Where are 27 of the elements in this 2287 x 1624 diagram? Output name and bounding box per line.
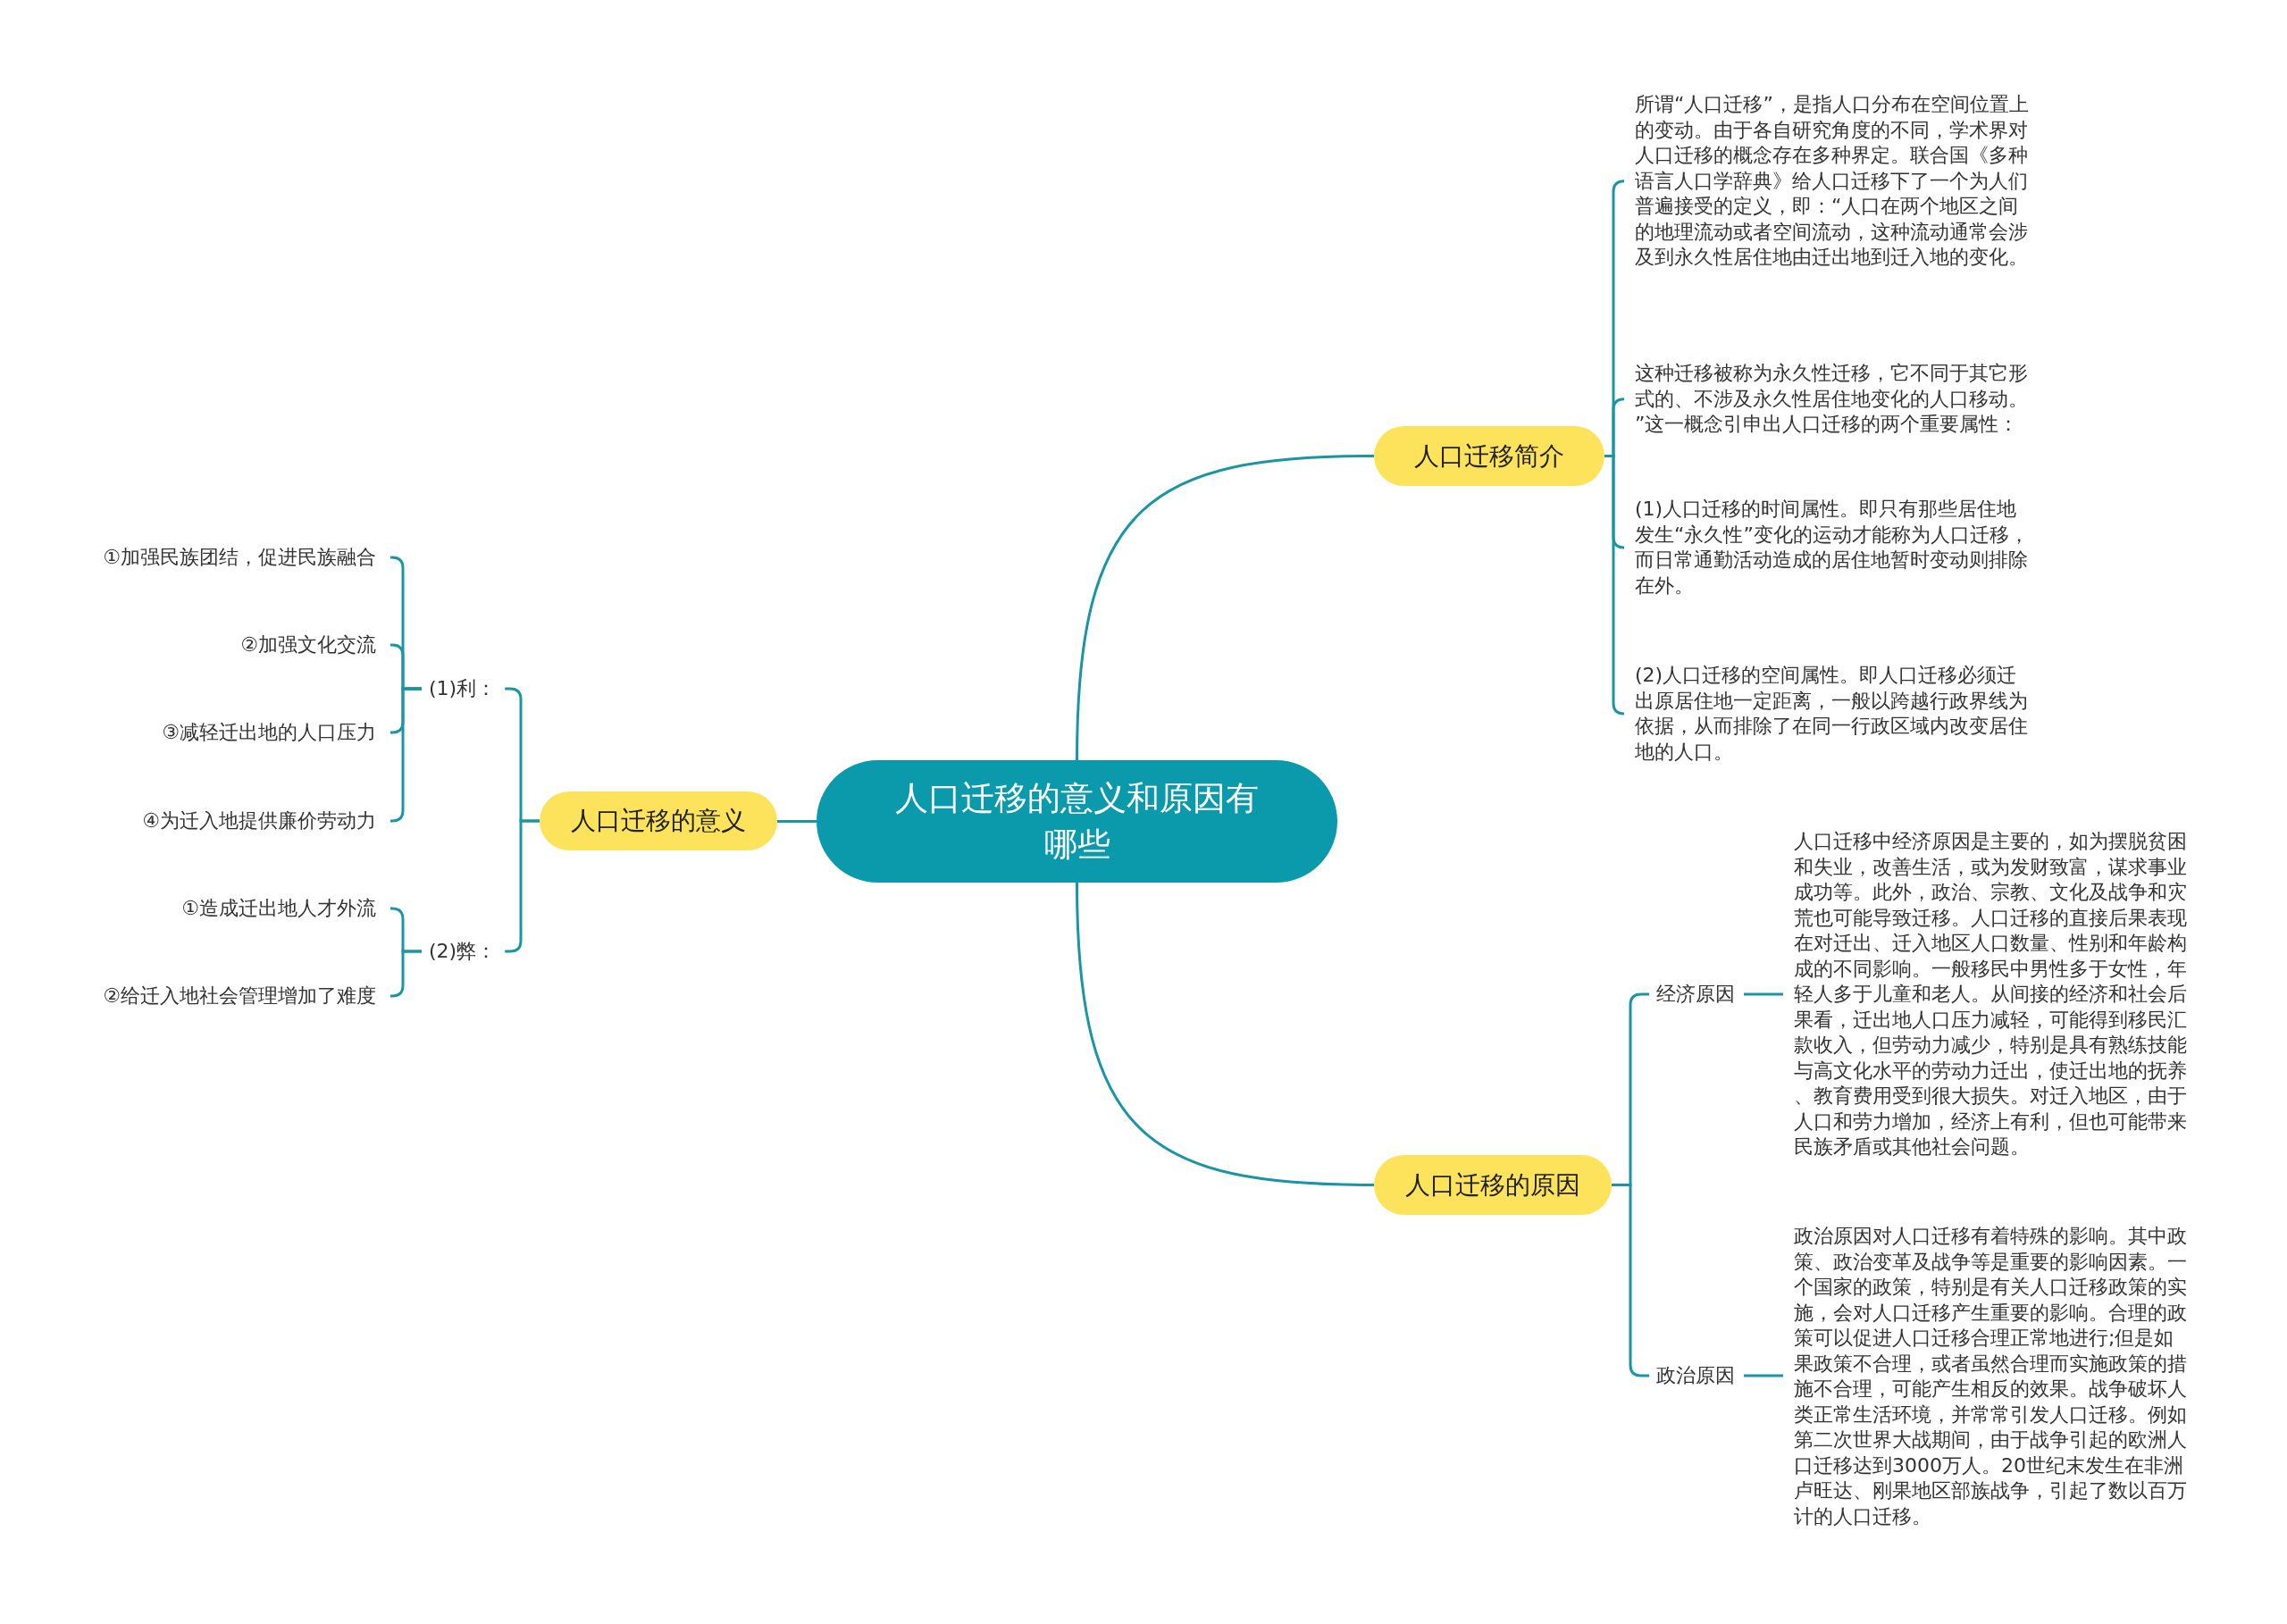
topic-pill: 人口迁移的原因 (1374, 1155, 1612, 1215)
list-item: ③减轻迁出地的人口压力 (162, 717, 390, 748)
paragraph: 政治原因对人口迁移有着特殊的影响。其中政策、政治变革及战争等是重要的影响因素。一个国家的政策，特别是有关人口迁移政策的实施，会对人口迁移产生重要的影响。合理的政策可以促进人口迁移合理正常地进行;但是如果政策不合理，或者虽然合理而实施政策的措施不合理，可能产生相反的效果。战争破坏人类正常生活环境，并常常引发人口迁移。例如第二次世界大战期间，由于战争引起的欧洲人口迁移达到3000万人。20世纪末发生在非洲卢旺达、刚果地区部族战争，引起了数以百万计的人口迁移。 (1783, 1224, 2191, 1529)
connector-line (1076, 455, 1375, 761)
branch-label: 经济原因 (1649, 979, 1744, 1009)
paragraph: 人口迁移中经济原因是主要的，如为摆脱贫困和失业，改善生活，或为发财致富，谋求事业成功等。此外，政治、宗教、文化及战争和灾荒也可能导致迁移。人口迁移的直接后果表现在对迁出、迁入地区人口数量、性别和年龄构成的不同影响。一般移民中男性多于女性，年轻人多于儿童和老人。从间接的经济和社会后果看，迁出地人口压力减轻，可能得到移民汇款收入，但劳动力减少，特别是具有熟练技能与高文化水平的劳动力迁出，使迁出地的抚养、教育费用受到很大损失。对迁入地区，由于人口和劳力增加，经济上有利，但也可能带来民族矛盾或其他社会问题。 (1783, 829, 2191, 1160)
connector-line (1744, 1374, 1783, 1377)
paragraph: (2)人口迁移的空间属性。即人口迁移必须迁出原居住地一定距离，一般以跨越行政界线为依据，从而排除了在同一行政区域内改变居住地的人口。 (1624, 663, 2030, 765)
branch-label: 政治原因 (1649, 1360, 1744, 1391)
paragraph: (1)人口迁移的时间属性。即只有那些居住地发生“永久性”变化的运动才能称为人口迁移，而日常通勤活动造成的居住地暂时变动则排除在外。 (1624, 497, 2030, 599)
list-item: ①加强民族团结，促进民族融合 (103, 542, 390, 573)
paragraph: 所谓“人口迁移”，是指人口分布在空间位置上的变动。由于各自研究角度的不同，学术界对人口迁移的概念存在多种界定。联合国《多种语言人口学辞典》给人口迁移下了一个为人们普遍接受的定义，即：“人口在两个地区之间的地理流动或者空间流动，这种流动通常会涉及到永久性居住地由迁出地到迁入地的变化。 (1624, 92, 2030, 271)
branch-label: (2)弊： (422, 936, 506, 967)
branch-label: (1)利： (422, 674, 506, 704)
list-item: ④为迁入地提供廉价劳动力 (142, 806, 390, 836)
central-topic-pill: 人口迁移的意义和原因有哪些 (817, 760, 1337, 883)
list-item: ②给迁入地社会管理增加了难度 (103, 981, 390, 1011)
paragraph: 这种迁移被称为永久性迁移，它不同于其它形式的、不涉及永久性居住地变化的人口移动。”这一概念引申出人口迁移的两个重要属性： (1624, 361, 2030, 438)
list-item: ①造成迁出地人才外流 (181, 893, 390, 924)
connector-line (777, 820, 817, 823)
connector-line (390, 950, 422, 998)
topic-pill: 人口迁移简介 (1374, 426, 1604, 486)
connector-line (1604, 455, 1626, 716)
topic-pill: 人口迁移的意义 (540, 791, 777, 850)
list-item: ②加强文化交流 (240, 630, 390, 660)
connector-line (1076, 882, 1375, 1186)
connector-line (1744, 992, 1783, 996)
